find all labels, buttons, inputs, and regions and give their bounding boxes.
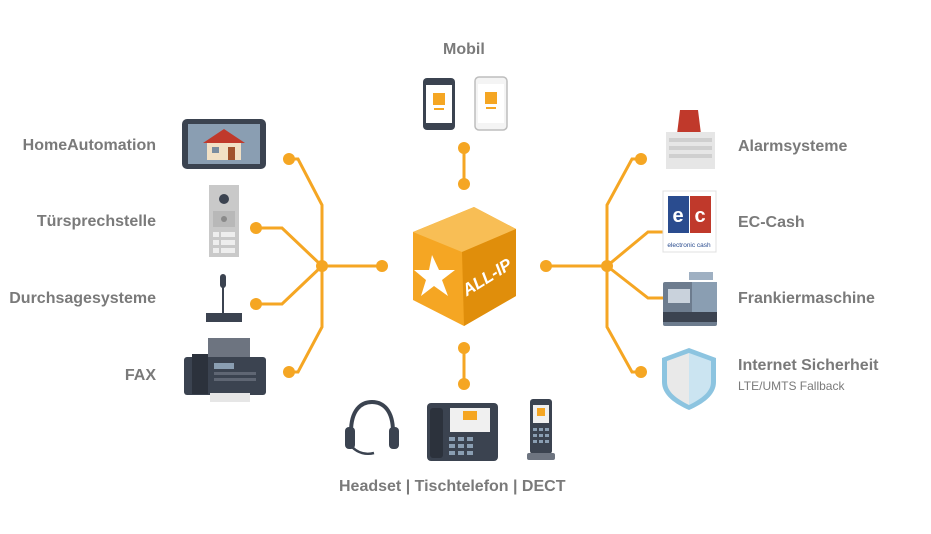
- svg-text:e: e: [672, 205, 683, 227]
- smartphone-white-icon: [474, 76, 508, 131]
- label-bottom-devices: Headset | Tischtelefon | DECT: [339, 478, 566, 495]
- all-ip-cube: ALL-IP: [413, 207, 516, 326]
- door-intercom-icon: [209, 185, 239, 257]
- label-mobil: Mobil: [443, 41, 485, 58]
- franking-machine-icon: [663, 272, 717, 326]
- dot: [458, 342, 470, 354]
- label-internet-sicherheit: Internet Sicherheit: [738, 357, 879, 374]
- dot: [250, 298, 262, 310]
- headset-icon: [345, 399, 399, 455]
- dot: [458, 178, 470, 190]
- dot: [635, 153, 647, 165]
- label-lte-umts: LTE/UMTS Fallback: [738, 379, 845, 393]
- connector-internet: [605, 266, 641, 374]
- dot: [458, 378, 470, 390]
- label-durchsagesysteme: Durchsagesysteme: [9, 290, 156, 307]
- connector-durchsage: [256, 264, 324, 306]
- label-alarmsysteme: Alarmsysteme: [738, 138, 848, 155]
- shield-icon: [662, 348, 716, 410]
- microphone-icon: [206, 274, 242, 322]
- star-icon: [414, 255, 455, 296]
- dot: [601, 260, 613, 272]
- label-tuersprechstelle: Türsprechstelle: [36, 213, 156, 230]
- dot: [635, 366, 647, 378]
- ec-card-icon: e c electronic cash: [662, 190, 717, 253]
- svg-text:c: c: [694, 205, 705, 227]
- dot: [316, 260, 328, 272]
- label-frankiermaschine: Frankiermaschine: [738, 290, 875, 307]
- dect-phone-icon: [527, 399, 555, 460]
- dot: [458, 142, 470, 154]
- fax-machine-icon: [184, 338, 266, 402]
- dot: [250, 222, 262, 234]
- desk-phone-icon: [427, 403, 498, 461]
- alarm-siren-icon: [666, 110, 715, 169]
- ec-card-brand: electronic cash: [667, 242, 711, 249]
- dot: [283, 153, 295, 165]
- smartphone-dark-icon: [423, 78, 455, 130]
- home-tablet-icon: [182, 119, 266, 169]
- dot: [540, 260, 552, 272]
- connector-tuersprechstelle: [256, 226, 324, 268]
- dot: [376, 260, 388, 272]
- connector-alarm: [605, 157, 641, 266]
- label-fax: FAX: [124, 367, 156, 384]
- label-ec-cash: EC-Cash: [738, 214, 805, 231]
- label-homeautomation: HomeAutomation: [22, 137, 156, 154]
- dot: [283, 366, 295, 378]
